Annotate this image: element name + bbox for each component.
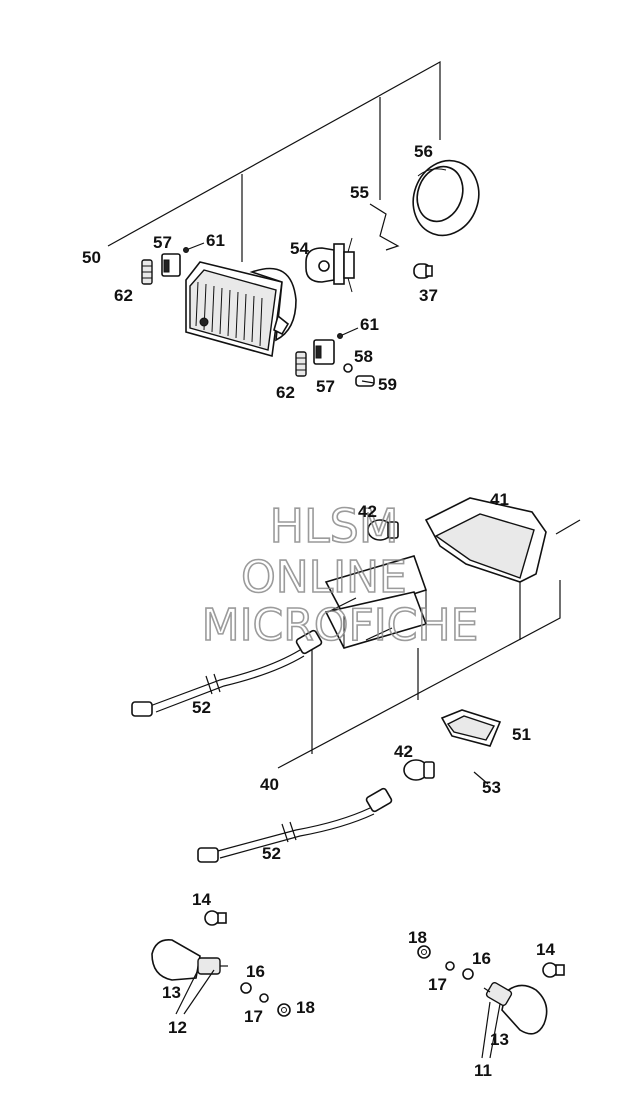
label-12: 12 (168, 1018, 187, 1037)
watermark-line-3: MICROFICHE (202, 600, 479, 651)
screw-61-upper (183, 242, 205, 253)
label-16-right: 16 (472, 949, 491, 968)
label-59: 59 (378, 375, 397, 394)
label-18-right: 18 (408, 928, 427, 947)
label-61-upper: 61 (206, 231, 225, 250)
bracket-57-upper (161, 253, 181, 277)
label-55: 55 (350, 183, 369, 202)
license-light-51 (440, 709, 502, 747)
watermark-line-1: HLSM (269, 499, 398, 553)
bolt-bracket-a (327, 597, 357, 613)
bracket-57-lower (313, 339, 335, 365)
washer-17-left (259, 993, 269, 1003)
label-14-left: 14 (192, 890, 211, 909)
leader-11-a (481, 1001, 491, 1059)
watermark: HLSM ONLINE MICROFICHE (201, 498, 479, 652)
indicator-lens-right (483, 981, 548, 1035)
nut-18-left (277, 1003, 291, 1017)
bulb-14-left (204, 910, 227, 926)
bulb-54 (305, 237, 355, 293)
nut-18-right (417, 945, 431, 959)
screw-53 (473, 771, 489, 785)
bulb-14-right (542, 962, 565, 978)
part-labels: 50 57 61 62 54 55 56 37 61 58 59 62 57 4… (82, 142, 555, 1080)
washer-16-left (240, 982, 252, 994)
assembly-leader-40 (277, 580, 561, 769)
label-42-upper: 42 (358, 502, 377, 521)
label-50: 50 (82, 248, 101, 267)
watermark-line-2: ONLINE (241, 552, 407, 603)
leader-12-b (183, 969, 215, 1015)
label-62-lower: 62 (276, 383, 295, 402)
leader-12-a (175, 969, 199, 1015)
washer-17-right (445, 961, 455, 971)
indicator-right-group (417, 945, 565, 1059)
socket-cable-52-lower (197, 787, 393, 863)
washer-16-right (462, 968, 474, 980)
headlight-assembly-group (107, 60, 480, 387)
label-37: 37 (419, 286, 438, 305)
lens-screw (555, 519, 581, 535)
headlight-ring-56 (412, 159, 480, 237)
label-41: 41 (490, 490, 509, 509)
label-57-lower: 57 (316, 377, 335, 396)
label-17-right: 17 (428, 975, 447, 994)
label-42-lower: 42 (394, 742, 413, 761)
washer-58 (343, 363, 353, 373)
nut-62-lower (295, 351, 307, 377)
label-11: 11 (474, 1061, 492, 1080)
bulb-37 (413, 263, 433, 279)
screw-61-lower (337, 327, 359, 339)
nut-62-upper (141, 259, 153, 285)
label-16-left: 16 (246, 962, 265, 981)
label-52-lower: 52 (262, 844, 281, 863)
label-52-upper: 52 (192, 698, 211, 717)
label-62-upper: 62 (114, 286, 133, 305)
label-51: 51 (512, 725, 531, 744)
label-57-upper: 57 (153, 233, 172, 252)
label-53: 53 (482, 778, 501, 797)
taillight-lens-41 (424, 497, 547, 583)
socket-cable-52-upper (131, 629, 323, 717)
bolt-59 (355, 375, 375, 387)
label-14-right: 14 (536, 940, 555, 959)
indicator-lens-left (151, 938, 228, 981)
label-13-left: 13 (162, 983, 181, 1002)
label-17-left: 17 (244, 1007, 263, 1026)
bulb-42-upper (367, 519, 399, 541)
assembly-leader-50 (107, 60, 441, 247)
spring-clip-55 (369, 203, 400, 251)
leader-11-b (489, 1003, 501, 1059)
bolt-bracket-b (365, 627, 393, 641)
label-61-lower: 61 (360, 315, 379, 334)
label-54: 54 (290, 239, 309, 258)
label-40: 40 (260, 775, 279, 794)
label-18-left: 18 (296, 998, 315, 1017)
taillight-assembly-group (131, 497, 581, 863)
label-56: 56 (414, 142, 433, 161)
bulb-42-lower (403, 759, 435, 781)
label-13-right: 13 (490, 1030, 509, 1049)
headlight-housing (185, 261, 297, 358)
label-58: 58 (354, 347, 373, 366)
indicator-left-group (151, 910, 291, 1017)
